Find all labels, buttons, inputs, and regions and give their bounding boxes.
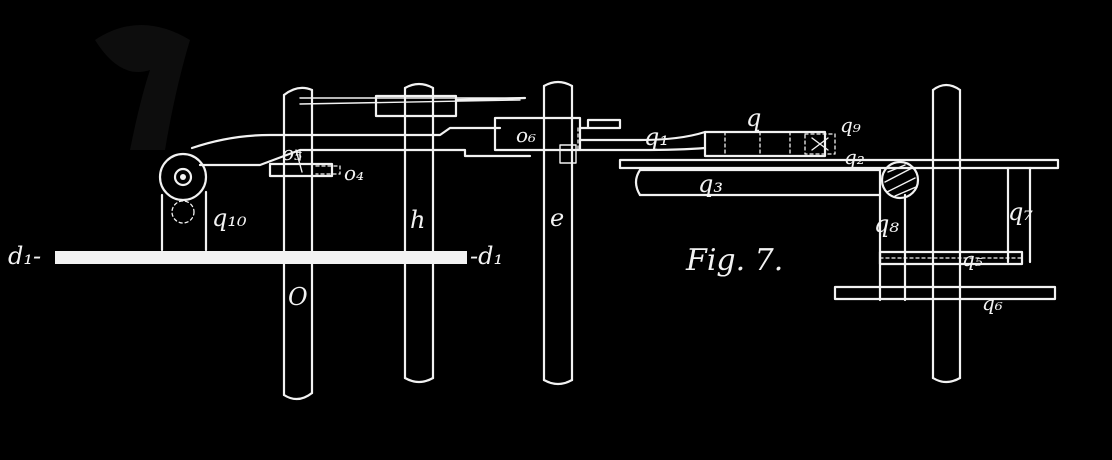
ink-smudge bbox=[95, 25, 190, 150]
label-q: q bbox=[746, 104, 761, 132]
bar-q5 bbox=[878, 250, 1024, 266]
upper-lever bbox=[190, 126, 532, 167]
platform bbox=[618, 158, 1060, 170]
label-d1-right: -d₁ bbox=[470, 242, 503, 270]
rod-q3 bbox=[634, 168, 882, 197]
bar-d1 bbox=[55, 251, 467, 264]
label-o: O bbox=[288, 283, 308, 311]
arm-q8 bbox=[878, 193, 907, 302]
roller bbox=[158, 152, 208, 252]
label-q1: q₁ bbox=[644, 123, 669, 151]
label-q10: q₁₀ bbox=[212, 204, 247, 232]
label-q3: q₃ bbox=[698, 170, 723, 198]
link-q1 bbox=[578, 130, 707, 152]
label-q9: q₉ bbox=[840, 113, 861, 137]
label-q7: q₇ bbox=[1008, 198, 1033, 226]
label-o6: o₆ bbox=[516, 123, 536, 147]
top-arm bbox=[299, 94, 527, 118]
label-o5: o₅ bbox=[282, 141, 302, 165]
bar-q6 bbox=[833, 285, 1057, 301]
label-o4: o₄ bbox=[344, 161, 364, 185]
shaft-right bbox=[931, 83, 962, 384]
block-q bbox=[703, 130, 836, 158]
shaft-section bbox=[880, 160, 920, 200]
label-q6: q₆ bbox=[982, 291, 1003, 315]
figure-caption: Fig. 7. bbox=[685, 243, 783, 278]
bracket-q7 bbox=[1006, 166, 1032, 264]
block-o6 bbox=[493, 116, 622, 164]
slide-o4 bbox=[268, 149, 341, 178]
label-h: h bbox=[410, 206, 425, 234]
shaft-e bbox=[542, 80, 574, 386]
label-q2: q₂ bbox=[844, 145, 865, 169]
label-e: e bbox=[550, 204, 564, 232]
label-d1-left: d₁- bbox=[8, 242, 41, 270]
shaft-h bbox=[403, 82, 435, 384]
shaft-o bbox=[282, 86, 314, 401]
label-q8: q₈ bbox=[874, 210, 899, 238]
label-q5: q₅ bbox=[962, 247, 983, 271]
